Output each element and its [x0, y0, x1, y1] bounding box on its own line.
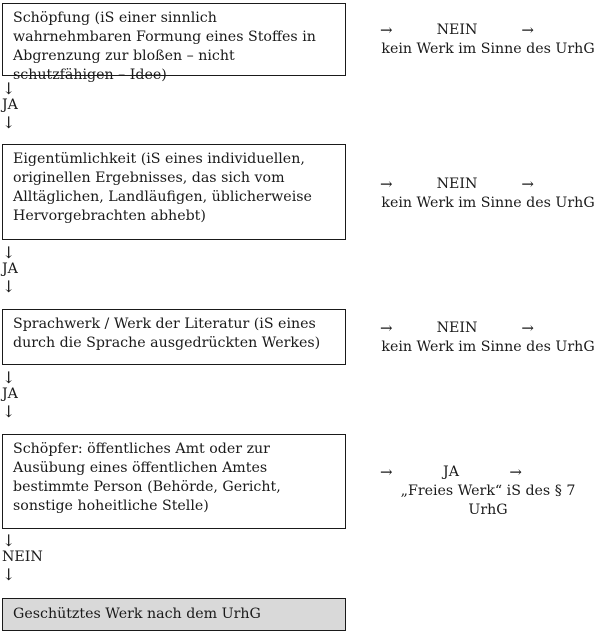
down-arrow-icon: ↓ [2, 402, 16, 421]
result-label: JA [443, 464, 459, 480]
result-text: „Freies Werk“ iS des § 7 UrhG [400, 483, 576, 518]
result-text: kein Werk im Sinne des UrhG [381, 339, 595, 355]
connector-4: ↓ NEIN ↓ [2, 532, 43, 583]
right-arrow-icon: → [509, 463, 522, 481]
right-arrow-icon: → [380, 319, 393, 337]
connector-1: ↓ JA ↓ [2, 80, 18, 131]
connector-label: JA [2, 97, 18, 113]
final-box-protected-work: Geschütztes Werk nach dem UrhG [2, 598, 346, 631]
result-arrow-row: → JA → [380, 463, 596, 482]
step-text: Schöpfung (iS einer sinnlich wahrnehmbar… [13, 10, 316, 83]
result-step-3: → NEIN → kein Werk im Sinne des UrhG [380, 319, 596, 357]
right-arrow-icon: → [380, 175, 393, 193]
right-arrow-icon: → [521, 21, 534, 39]
result-arrow-row: → NEIN → [380, 175, 596, 194]
result-step-2: → NEIN → kein Werk im Sinne des UrhG [380, 175, 596, 213]
step-text: Sprachwerk / Werk der Literatur (iS eine… [13, 316, 321, 351]
down-arrow-icon: ↓ [2, 79, 16, 98]
down-arrow-icon: ↓ [2, 565, 16, 584]
right-arrow-icon: → [380, 463, 393, 481]
result-arrow-row: → NEIN → [380, 21, 596, 40]
down-arrow-icon: ↓ [2, 277, 16, 296]
step-box-schoepfer: Schöpfer: öffentliches Amt oder zur Ausü… [2, 434, 346, 529]
connector-label: JA [2, 386, 18, 402]
right-arrow-icon: → [521, 175, 534, 193]
result-arrow-row: → NEIN → [380, 319, 596, 338]
down-arrow-icon: ↓ [2, 531, 16, 550]
final-text: Geschütztes Werk nach dem UrhG [13, 606, 261, 622]
result-text: kein Werk im Sinne des UrhG [381, 41, 595, 57]
right-arrow-icon: → [380, 21, 393, 39]
down-arrow-icon: ↓ [2, 243, 16, 262]
result-step-4: → JA → „Freies Werk“ iS des § 7 UrhG [380, 463, 596, 520]
result-label: NEIN [436, 22, 478, 38]
connector-label: JA [2, 261, 18, 277]
step-box-sprachwerk: Sprachwerk / Werk der Literatur (iS eine… [2, 309, 346, 365]
result-step-1: → NEIN → kein Werk im Sinne des UrhG [380, 21, 596, 59]
down-arrow-icon: ↓ [2, 113, 16, 132]
result-label: NEIN [436, 176, 478, 192]
result-label: NEIN [436, 320, 478, 336]
step-box-eigentuemlichkeit: Eigentümlichkeit (iS eines individuellen… [2, 144, 346, 240]
result-text: kein Werk im Sinne des UrhG [381, 195, 595, 211]
connector-2: ↓ JA ↓ [2, 244, 18, 295]
connector-label: NEIN [2, 549, 43, 565]
down-arrow-icon: ↓ [2, 368, 16, 387]
step-text: Schöpfer: öffentliches Amt oder zur Ausü… [13, 441, 281, 514]
step-text: Eigentümlichkeit (iS eines individuellen… [13, 151, 312, 224]
right-arrow-icon: → [521, 319, 534, 337]
connector-3: ↓ JA ↓ [2, 369, 18, 420]
step-box-schoepfung: Schöpfung (iS einer sinnlich wahrnehmbar… [2, 3, 346, 83]
